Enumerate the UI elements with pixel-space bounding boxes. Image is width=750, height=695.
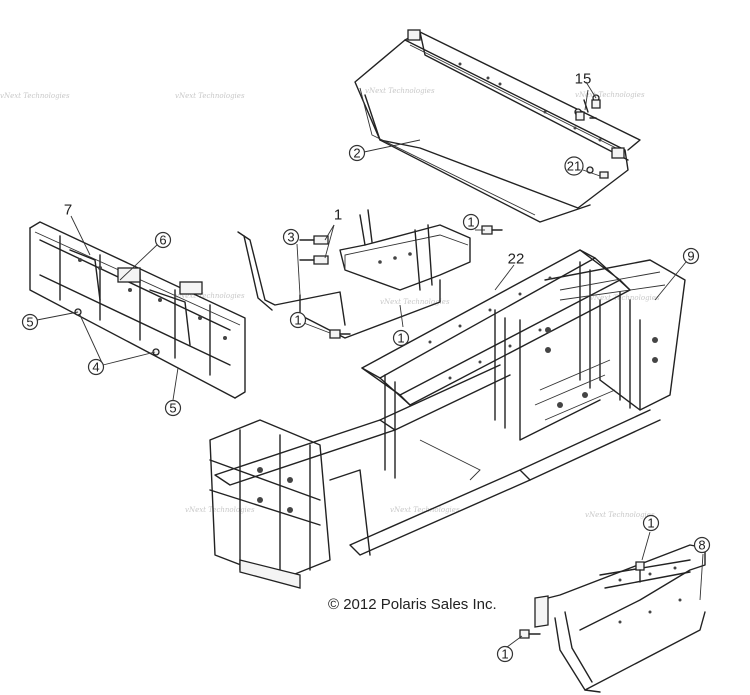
callout-label: 6 bbox=[159, 233, 166, 248]
leader-lines bbox=[36, 81, 704, 648]
callout-1: 1 bbox=[496, 645, 514, 663]
callout-label: 4 bbox=[92, 360, 99, 375]
callout-4: 4 bbox=[87, 358, 105, 376]
watermark: vNext Technologies bbox=[590, 294, 660, 302]
part-cab-support bbox=[237, 209, 471, 339]
watermark: vNext Technologies bbox=[585, 511, 655, 519]
callout-9: 9 bbox=[682, 247, 700, 265]
callout-label: 1 bbox=[294, 313, 301, 328]
callout-label: 1 bbox=[467, 215, 474, 230]
watermark: vNext Technologies bbox=[0, 92, 70, 100]
callout-label: 5 bbox=[169, 401, 176, 416]
callout-7: 7 bbox=[64, 202, 72, 219]
callout-label: 5 bbox=[26, 315, 33, 330]
copyright-text: © 2012 Polaris Sales Inc. bbox=[328, 596, 497, 613]
callout-1: 1 bbox=[462, 213, 480, 231]
callout-label: 22 bbox=[508, 251, 525, 268]
callout-2: 2 bbox=[348, 144, 366, 162]
watermark: vNext Technologies bbox=[390, 506, 460, 514]
watermark: vNext Technologies bbox=[575, 91, 645, 99]
watermarks: vNext Technologies vNext Technologies vN… bbox=[0, 87, 660, 519]
callout-label: 21 bbox=[567, 159, 581, 174]
part-front-frame-assembly bbox=[29, 221, 246, 399]
callout-label: 9 bbox=[687, 249, 694, 264]
fasteners bbox=[299, 99, 645, 639]
callout-label: 7 bbox=[64, 202, 72, 219]
callout-label: 1 bbox=[501, 647, 508, 662]
callout-label: 1 bbox=[334, 207, 342, 224]
watermark: vNext Technologies bbox=[175, 92, 245, 100]
part-rear-bumper bbox=[534, 544, 706, 693]
callout-15: 15 bbox=[575, 71, 592, 88]
callout-label: 1 bbox=[397, 331, 404, 346]
callout-8: 8 bbox=[693, 536, 711, 554]
callout-22: 22 bbox=[508, 251, 525, 268]
callout-1: 1 bbox=[334, 207, 342, 224]
callout-label: 8 bbox=[698, 538, 705, 553]
callout-1: 1 bbox=[642, 514, 660, 532]
callout-label: 2 bbox=[353, 146, 360, 161]
callout-5: 5 bbox=[21, 313, 39, 331]
watermark: vNext Technologies bbox=[185, 506, 255, 514]
watermark: vNext Technologies bbox=[175, 292, 245, 300]
callout-21: 21 bbox=[564, 156, 584, 176]
callout-1: 1 bbox=[289, 311, 307, 329]
callout-label: 15 bbox=[575, 71, 592, 88]
callout-5: 5 bbox=[164, 399, 182, 417]
watermark: vNext Technologies bbox=[365, 87, 435, 95]
callout-1: 1 bbox=[392, 329, 410, 347]
callout-6: 6 bbox=[154, 231, 172, 249]
watermark: vNext Technologies bbox=[380, 298, 450, 306]
part-rear-cargo-frame bbox=[354, 29, 641, 223]
callout-label: 3 bbox=[287, 230, 294, 245]
part-main-chassis bbox=[209, 249, 686, 589]
callout-label: 1 bbox=[647, 516, 654, 531]
callout-3: 3 bbox=[282, 228, 300, 246]
